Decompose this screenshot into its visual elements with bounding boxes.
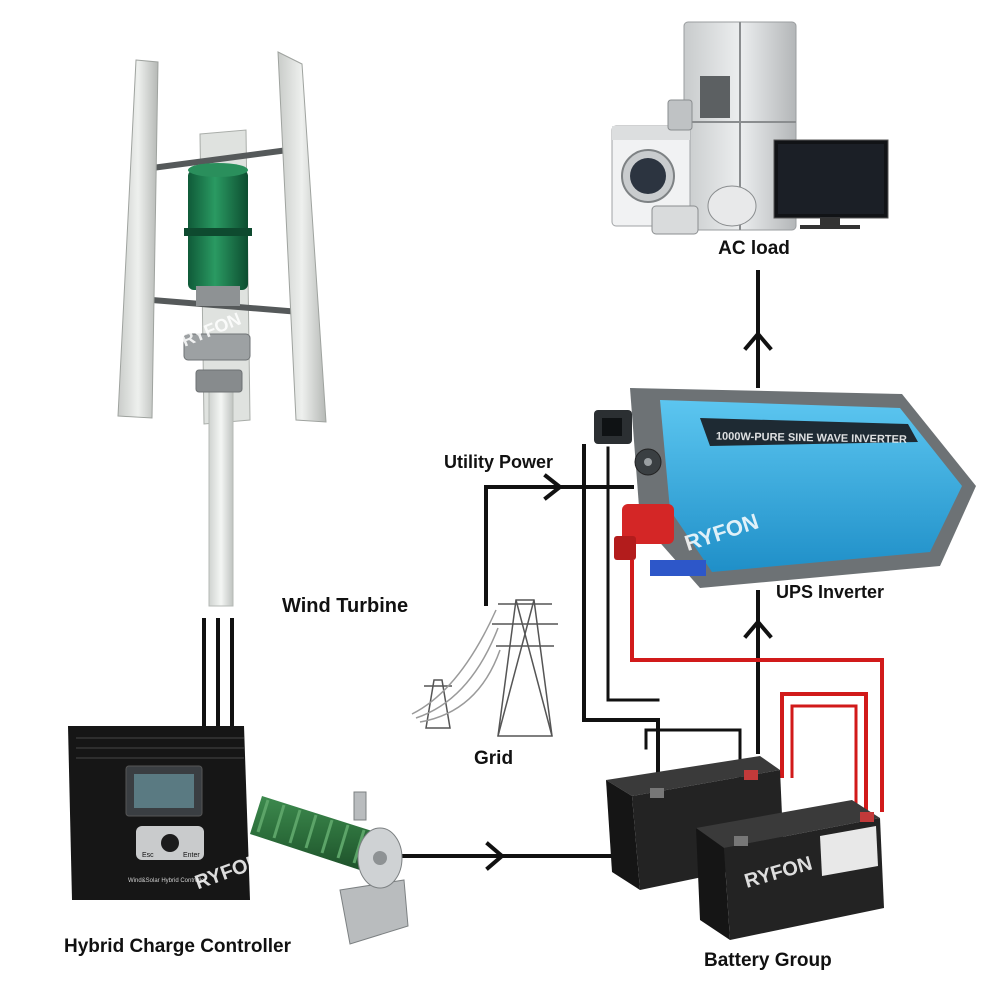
fan-hub xyxy=(644,458,652,466)
battery-2-label-sticker xyxy=(820,826,878,876)
turbine-right-blade xyxy=(277,51,327,423)
turbine-flange xyxy=(195,369,243,393)
label-ups-inverter: UPS Inverter xyxy=(776,582,884,602)
grid-main-brace-1 xyxy=(515,599,553,737)
ac-load-appliances xyxy=(611,21,889,235)
battery-2-terminal-pos xyxy=(860,812,874,822)
rice-cooker xyxy=(707,185,757,227)
label-ac-load: AC load xyxy=(718,238,790,259)
turbine-pole xyxy=(208,379,234,607)
esc-key-label[interactable]: Esc xyxy=(142,852,154,859)
battery-2-side xyxy=(696,828,730,940)
resistor-tab xyxy=(353,791,367,821)
controller-center-button[interactable] xyxy=(161,834,179,852)
red-cable-inner xyxy=(780,692,868,812)
resistor-body xyxy=(250,796,388,874)
arrow-up-inverter-icon xyxy=(743,618,773,639)
grid-main-tower xyxy=(497,599,553,737)
label-battery-group: Battery Group xyxy=(704,950,832,971)
battery-1-side xyxy=(606,780,640,890)
turbine-rotor-top xyxy=(188,163,248,177)
battery-1-terminal-neg xyxy=(650,788,664,798)
television-stand xyxy=(820,218,840,226)
turbine-left-blade xyxy=(117,59,159,419)
labels: AC load Utility Power Wind Turbine UPS I… xyxy=(64,238,884,971)
turbine-generator xyxy=(183,333,251,361)
arrow-right-battery-icon xyxy=(485,841,506,871)
hybrid-charge-controller: Esc Enter Wind&Solar Hybrid Controller R… xyxy=(68,726,265,900)
arrow-up-load-icon xyxy=(743,330,773,351)
wire-utility-power xyxy=(484,485,634,606)
resistor-terminal xyxy=(373,851,387,865)
grid-main-brace-2 xyxy=(497,599,535,737)
battery-group: RYFON xyxy=(606,756,884,940)
red-cable-outer xyxy=(630,560,884,812)
grid-small-tower xyxy=(425,679,451,729)
wind-turbine: RYFON xyxy=(117,51,327,607)
pressure-cooker xyxy=(651,205,699,235)
controller-lcd xyxy=(134,774,194,808)
inverter-terminal-knob xyxy=(614,536,636,560)
controller-caption: Wind&Solar Hybrid Controller xyxy=(128,878,206,884)
washing-machine-drum xyxy=(630,158,666,194)
turbine-rotor-band xyxy=(184,228,252,236)
battery-1-top xyxy=(606,756,780,796)
battery-1-terminal-pos xyxy=(744,770,758,780)
turbine-hub xyxy=(196,286,240,306)
refrigerator-dispenser xyxy=(700,76,730,118)
arrow-right-utility-icon xyxy=(543,473,564,501)
label-wind-turbine: Wind Turbine xyxy=(282,595,408,617)
grid-towers xyxy=(411,599,558,737)
wiring xyxy=(202,270,884,871)
grid-power-line-3 xyxy=(419,649,501,723)
battery-2-terminal-neg xyxy=(734,836,748,846)
resistor-bracket xyxy=(339,879,409,945)
inverter-positive-terminal xyxy=(622,504,674,544)
grid-power-line-2 xyxy=(415,627,499,719)
red-cable-inner-2 xyxy=(790,704,858,812)
resistor-ribs xyxy=(256,799,366,864)
wire-inverter-battery-negative xyxy=(582,444,660,810)
enter-key-label[interactable]: Enter xyxy=(183,852,200,859)
inverter-socket-hole xyxy=(602,418,622,436)
label-utility-power: Utility Power xyxy=(444,452,553,472)
ups-inverter: 1000W-PURE SINE WAVE INVERTER RYFON xyxy=(594,388,976,588)
grid-power-line-1 xyxy=(411,609,497,715)
inverter-label-band xyxy=(700,418,918,446)
dump-load-resistor xyxy=(250,791,409,945)
turbine-upper-arm xyxy=(151,147,289,171)
label-hybrid-controller: Hybrid Charge Controller xyxy=(64,936,292,957)
label-grid: Grid xyxy=(474,748,513,769)
inverter-title: 1000W-PURE SINE WAVE INVERTER xyxy=(716,431,907,446)
kettle xyxy=(667,99,693,131)
controller-fins xyxy=(76,737,244,759)
inverter-negative-terminal xyxy=(650,560,706,576)
television-base xyxy=(800,225,860,229)
wire-inverter-battery-loop xyxy=(606,446,660,702)
television-screen xyxy=(778,144,884,214)
